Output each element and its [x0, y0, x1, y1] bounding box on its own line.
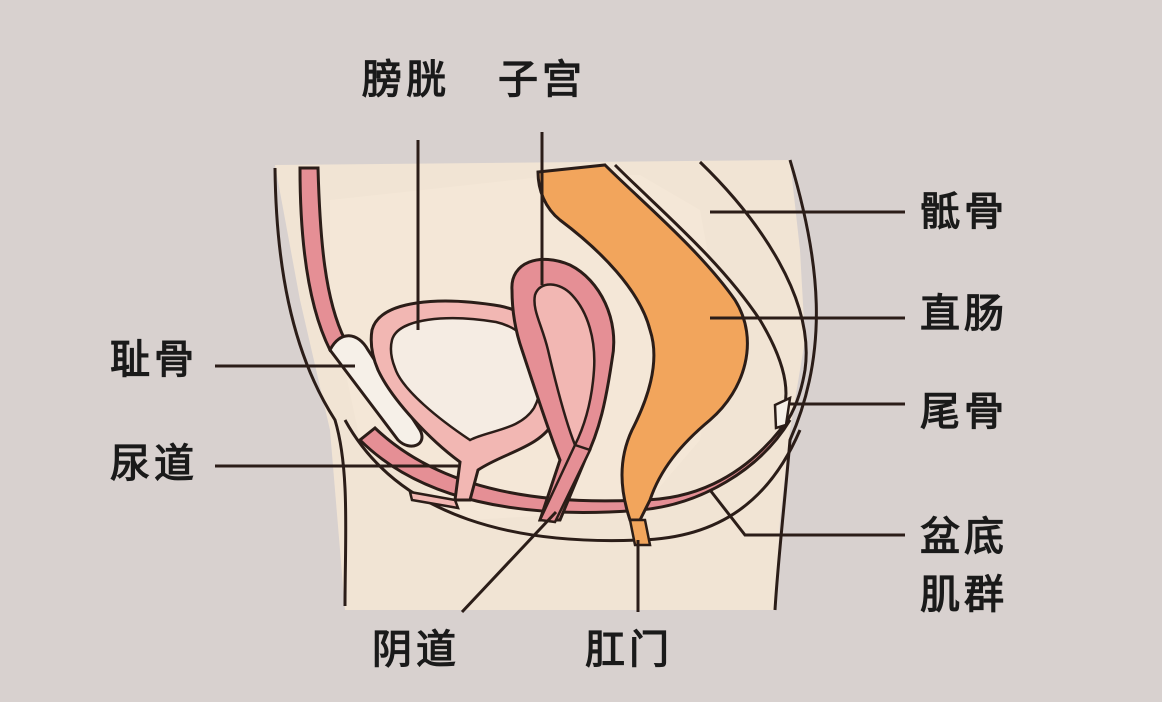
label-vagina: 阴道 [372, 627, 460, 673]
label-rectum: 直肠 [920, 291, 1008, 337]
leader-lines [215, 132, 905, 614]
label-anus: 肛门 [585, 627, 673, 673]
label-pubis: 耻骨 [110, 337, 198, 383]
bladder-inner [389, 316, 543, 442]
coccyx [773, 395, 792, 430]
leader-pelvic-floor [708, 489, 905, 537]
pubic-bone [328, 334, 424, 448]
label-coccyx: 尾骨 [920, 389, 1008, 435]
body-outline-left [273, 167, 348, 607]
vagina-canal [538, 443, 592, 524]
sacrum-curve-outer [698, 160, 808, 432]
anus-opening [628, 518, 652, 547]
label-urethra: 尿道 [110, 441, 198, 487]
sacrum-curve [613, 163, 788, 421]
body-outline-right [773, 159, 818, 611]
urethra-tube [408, 490, 460, 510]
perineum-outline [343, 419, 802, 543]
leader-vagina [460, 510, 558, 614]
label-bladder: 膀胱 [362, 57, 450, 103]
label-uterus: 子宫 [498, 57, 586, 103]
label-sacrum: 骶骨 [920, 189, 1008, 235]
label-pelvic-floor-muscles: 盆底肌群 [920, 514, 1008, 618]
uterus-cavity [533, 283, 596, 449]
rectum [536, 163, 749, 522]
